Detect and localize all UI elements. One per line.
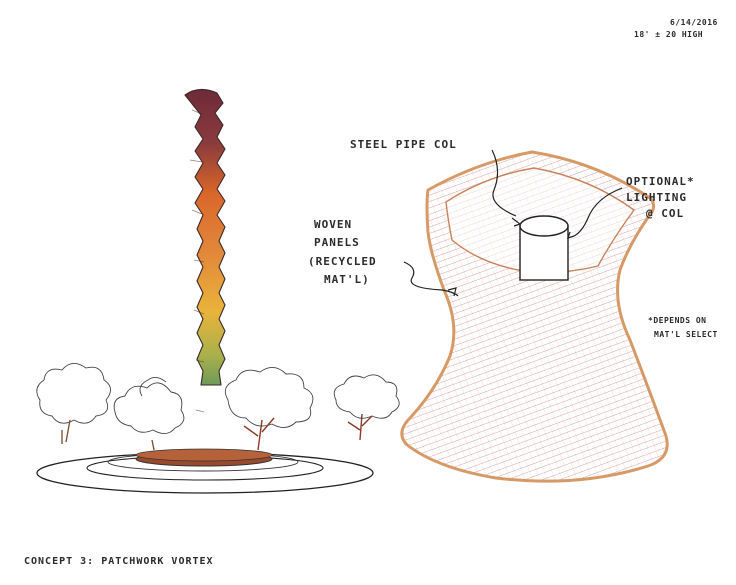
steel-pipe-label: STEEL PIPE COL bbox=[350, 138, 457, 152]
tree-center-right bbox=[225, 367, 313, 450]
woven-panels-label-1: WOVEN bbox=[314, 218, 352, 232]
woven-panels-label-2: PANELS bbox=[314, 236, 360, 250]
tree-right bbox=[334, 375, 399, 440]
optional-lighting-label-3: @ COL bbox=[646, 207, 684, 221]
concept-caption: CONCEPT 3: PATCHWORK VORTEX bbox=[24, 556, 214, 569]
shrub-left bbox=[37, 363, 111, 444]
steel-pipe-column bbox=[520, 216, 568, 280]
woven-panels-label-4: MAT'L) bbox=[324, 273, 370, 287]
shrub-center-left bbox=[114, 377, 184, 450]
height-note: 18' ± 20 HIGH bbox=[634, 30, 703, 40]
optional-lighting-label-1: OPTIONAL* bbox=[626, 175, 695, 189]
date-note: 6/14/2016 bbox=[670, 18, 718, 28]
depends-on-label-2: MAT'L SELECT bbox=[654, 330, 718, 340]
depends-on-label-1: *DEPENDS ON bbox=[648, 316, 706, 326]
optional-lighting-label-2: LIGHTING bbox=[626, 191, 687, 205]
zigzag-column bbox=[185, 89, 225, 412]
planter-disc bbox=[136, 449, 272, 466]
woven-panels-label-3: (RECYCLED bbox=[308, 255, 377, 269]
